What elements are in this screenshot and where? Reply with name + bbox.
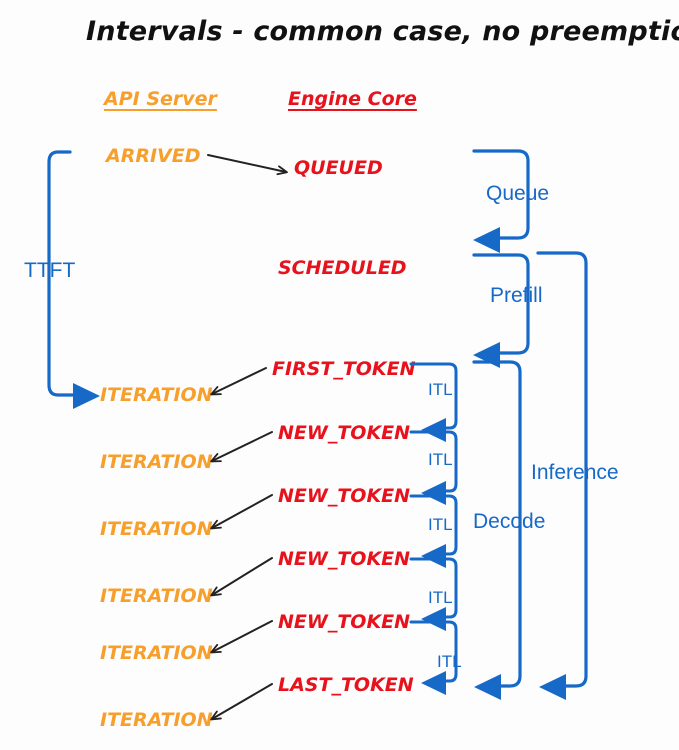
state-iteration-4: ITERATION xyxy=(100,585,213,607)
state-iteration-6: ITERATION xyxy=(100,709,213,731)
state-iteration-5: ITERATION xyxy=(100,642,213,664)
state-scheduled: SCHEDULED xyxy=(278,257,407,279)
column-header-engine-core: Engine Core xyxy=(288,88,417,110)
state-iteration-2: ITERATION xyxy=(100,451,213,473)
state-iteration-3: ITERATION xyxy=(100,518,213,540)
state-first-token: FIRST_TOKEN xyxy=(272,358,416,380)
state-last-token: LAST_TOKEN xyxy=(278,674,414,696)
state-arrived: ARRIVED xyxy=(106,145,201,167)
transition-arrow-new-token-3-to-iteration xyxy=(210,557,273,597)
state-new-token-1: NEW_TOKEN xyxy=(278,422,411,444)
column-header-api-server: API Server xyxy=(104,88,217,110)
diagram-title: Intervals - common case, no preemptions xyxy=(86,16,679,47)
interval-label-queue: Queue xyxy=(486,182,550,205)
transition-arrow-last-token-to-iteration xyxy=(210,683,273,721)
state-iteration-1: ITERATION xyxy=(100,384,213,406)
transition-arrow-new-token-1-to-iteration xyxy=(210,431,273,463)
state-new-token-3: NEW_TOKEN xyxy=(278,548,411,570)
interval-label-prefill: Prefill xyxy=(490,284,543,307)
transition-arrow-new-token-4-to-iteration xyxy=(210,620,273,654)
interval-label-itl-1: ITL xyxy=(428,380,453,399)
interval-bracket-prefill xyxy=(472,253,530,368)
transition-arrow-arrived-to-queued xyxy=(207,154,288,176)
interval-bracket-itl-1 xyxy=(409,362,458,442)
interval-label-itl-5: ITL xyxy=(437,652,462,671)
interval-label-inference: Inference xyxy=(531,461,619,484)
state-new-token-2: NEW_TOKEN xyxy=(278,485,411,507)
interval-label-itl-4: ITL xyxy=(428,588,453,607)
transition-arrow-first-token-to-iteration xyxy=(210,367,267,396)
interval-label-decode: Decode xyxy=(473,510,546,533)
state-queued: QUEUED xyxy=(294,157,383,179)
transition-arrow-new-token-2-to-iteration xyxy=(210,494,273,530)
interval-label-ttft: TTFT xyxy=(24,259,76,282)
interval-label-itl-3: ITL xyxy=(428,515,453,534)
state-new-token-4: NEW_TOKEN xyxy=(278,611,411,633)
interval-label-itl-2: ITL xyxy=(428,450,453,469)
